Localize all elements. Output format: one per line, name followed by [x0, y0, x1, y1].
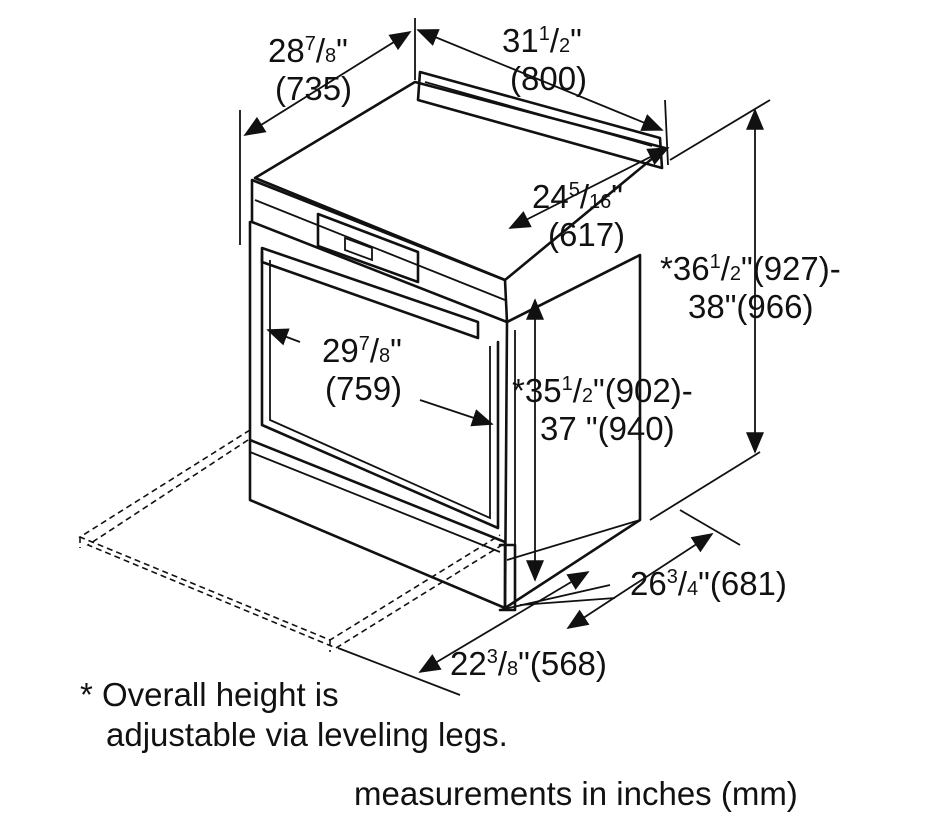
- floor-outline: [78, 429, 503, 652]
- label-depth-base: 223/8"(568): [450, 645, 607, 682]
- asterisk-note-line2: adjustable via leveling legs.: [106, 716, 508, 753]
- svg-text:38"(966): 38"(966): [688, 288, 813, 325]
- label-depth-cooktop: 245/16" (617): [532, 178, 625, 253]
- dimension-lines: [239, 18, 771, 696]
- range-appliance: [248, 70, 667, 612]
- label-depth-side: 263/4"(681): [630, 565, 787, 602]
- svg-text:(759): (759): [325, 370, 402, 407]
- label-width-top: 311/2" (800): [502, 22, 587, 97]
- svg-text:(735): (735): [275, 70, 352, 107]
- svg-text:*351/2"(902)-: *351/2"(902)-: [512, 372, 693, 409]
- svg-text:223/8"(568): 223/8"(568): [450, 645, 607, 682]
- svg-text:37 "(940): 37 "(940): [540, 410, 675, 447]
- svg-text:311/2": 311/2": [502, 22, 582, 59]
- label-height-body: *351/2"(902)- 37 "(940): [512, 372, 693, 447]
- asterisk-note-line1: * Overall height is: [80, 676, 339, 713]
- units-note: measurements in inches (mm): [354, 775, 798, 812]
- svg-text:*361/2"(927)-: *361/2"(927)-: [660, 250, 841, 287]
- svg-text:297/8": 297/8": [322, 332, 402, 369]
- label-depth-top: 287/8" (735): [268, 32, 352, 107]
- svg-text:287/8": 287/8": [268, 32, 348, 69]
- svg-text:263/4"(681): 263/4"(681): [630, 565, 787, 602]
- svg-text:(617): (617): [548, 216, 625, 253]
- svg-text:245/16": 245/16": [532, 178, 623, 215]
- label-height-overall: *361/2"(927)- 38"(966): [660, 250, 841, 325]
- svg-text:(800): (800): [510, 60, 587, 97]
- label-width-opening: 297/8" (759): [322, 332, 402, 407]
